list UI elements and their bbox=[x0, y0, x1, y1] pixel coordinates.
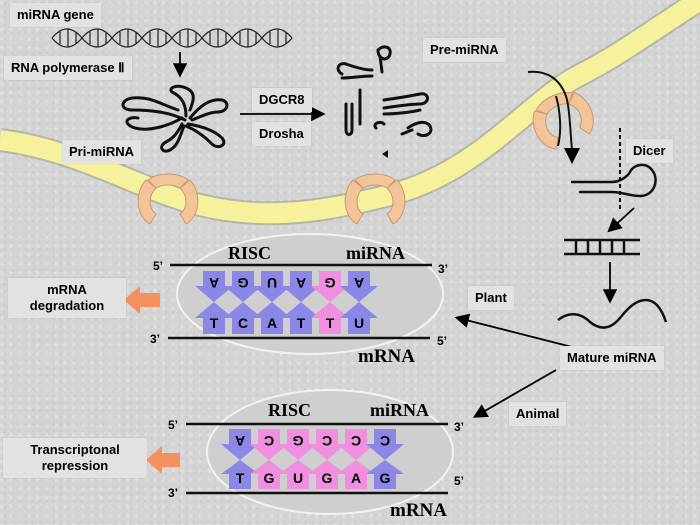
bottom-5prime-right: 5’ bbox=[454, 474, 465, 488]
plant-label: Plant bbox=[468, 286, 514, 310]
pair-arrow bbox=[340, 271, 378, 302]
top-risc-label: RISC bbox=[228, 243, 272, 263]
top-mrna-base: C bbox=[237, 315, 249, 331]
mirna-gene-label: miRNA gene bbox=[10, 3, 101, 27]
top-3prime-right: 3’ bbox=[438, 262, 449, 276]
pair-arrow bbox=[308, 460, 346, 489]
pri-mirna-label: Pri-miRNA bbox=[62, 140, 142, 164]
mature-mirna-label: Mature miRNA bbox=[560, 346, 664, 370]
top-mirna-base: U bbox=[266, 275, 278, 291]
pre-mirna-strand bbox=[555, 95, 562, 147]
top-mrna-base: U bbox=[353, 315, 365, 331]
top-mirna-base: A bbox=[353, 275, 365, 291]
pair-arrow bbox=[195, 271, 233, 302]
bottom-mrna-base: A bbox=[350, 470, 362, 486]
pre-mirna-fragments bbox=[336, 45, 433, 138]
pair-arrow bbox=[250, 460, 288, 489]
top-mirna-base: A bbox=[295, 275, 307, 291]
top-5prime-left: 5’ bbox=[153, 259, 164, 273]
dicer-label: Dicer bbox=[626, 139, 673, 163]
bottom-mirna-base: C bbox=[379, 433, 391, 449]
top-mirna-base: G bbox=[237, 275, 249, 291]
pair-arrow bbox=[279, 460, 317, 489]
top-mrna-base: T bbox=[296, 315, 306, 331]
pair-arrow bbox=[311, 302, 349, 334]
pair-arrow bbox=[366, 460, 404, 489]
bottom-mirna-base: A bbox=[234, 433, 246, 449]
pair-arrow bbox=[311, 271, 349, 302]
pair-arrow bbox=[279, 429, 317, 460]
drosha-label: Drosha bbox=[252, 122, 311, 146]
bottom-5prime-left: 5’ bbox=[168, 418, 179, 432]
pair-arrow bbox=[282, 302, 320, 334]
bottom-mirna-base: C bbox=[263, 433, 275, 449]
pair-arrow bbox=[253, 302, 291, 334]
small-arrowhead bbox=[382, 150, 388, 158]
mrna-degradation-label: mRNA degradation bbox=[8, 278, 126, 318]
top-5prime-right: 5’ bbox=[437, 334, 448, 348]
bottom-mirna-base: G bbox=[292, 433, 304, 449]
bottom-mirna-base: C bbox=[321, 433, 333, 449]
bottom-risc-label: RISC bbox=[268, 400, 312, 420]
top-mirna-label: miRNA bbox=[346, 243, 405, 263]
bottom-mrna-base: T bbox=[235, 470, 245, 486]
pair-arrow bbox=[224, 302, 262, 334]
pair-arrow bbox=[282, 271, 320, 302]
pair-arrow bbox=[250, 429, 288, 460]
arrow-animal bbox=[472, 369, 557, 418]
pair-arrow bbox=[253, 271, 291, 302]
top-mrna-base: A bbox=[266, 315, 278, 331]
bottom-3prime-right: 3’ bbox=[454, 420, 465, 434]
bottom-3prime-left: 3’ bbox=[168, 486, 179, 500]
dgcr8-label: DGCR8 bbox=[252, 88, 312, 112]
dna-helix bbox=[51, 28, 293, 48]
top-3prime-left: 3’ bbox=[150, 332, 161, 346]
transcriptional-repression-label: Transcriptonal repression bbox=[3, 438, 147, 478]
nuclear-membrane-fill bbox=[0, 0, 700, 224]
arrow-dicer bbox=[607, 207, 635, 233]
pair-arrow bbox=[337, 460, 375, 489]
bottom-mrna-base: G bbox=[379, 470, 391, 486]
pair-arrow bbox=[221, 460, 259, 489]
bottom-mrna-base: G bbox=[321, 470, 333, 486]
pri-mirna-shape bbox=[121, 84, 229, 153]
degradation-arrow bbox=[124, 286, 160, 314]
rna-polymerase-label: RNA polymerase Ⅱ bbox=[4, 56, 132, 80]
bottom-mirna-base: C bbox=[350, 433, 362, 449]
top-mirna-base: A bbox=[208, 275, 220, 291]
mature-mirna-strand bbox=[557, 298, 668, 329]
bottom-mirna-label: miRNA bbox=[370, 400, 429, 420]
nuclear-pore-1 bbox=[137, 173, 199, 225]
pair-arrow bbox=[308, 429, 346, 460]
top-mirna-base: G bbox=[324, 275, 336, 291]
nuclear-pore-2 bbox=[344, 173, 406, 225]
bottom-mrna-base: G bbox=[263, 470, 275, 486]
nuclear-pore-3 bbox=[532, 91, 594, 150]
bottom-mrna-label: mRNA bbox=[390, 500, 447, 521]
pair-arrow bbox=[221, 429, 259, 460]
mirna-duplex bbox=[564, 238, 640, 256]
repression-arrow bbox=[146, 446, 180, 474]
top-mrna-base: T bbox=[209, 315, 219, 331]
pre-mirna-label: Pre-miRNA bbox=[423, 38, 506, 62]
pair-arrow bbox=[340, 302, 378, 334]
pair-arrow bbox=[195, 302, 233, 334]
top-mrna-label: mRNA bbox=[358, 346, 415, 367]
top-mrna-base: T bbox=[325, 315, 335, 331]
top-pair-arrows bbox=[195, 271, 378, 334]
pair-arrow bbox=[337, 429, 375, 460]
dicer-hairpin bbox=[570, 163, 657, 198]
pair-arrow bbox=[366, 429, 404, 460]
pair-arrow bbox=[224, 271, 262, 302]
pre-mirna-export bbox=[527, 70, 580, 164]
animal-label: Animal bbox=[509, 402, 567, 426]
bottom-mrna-base: U bbox=[292, 470, 304, 486]
bottom-pair-arrows bbox=[221, 429, 404, 489]
arrow-plant bbox=[454, 313, 577, 349]
